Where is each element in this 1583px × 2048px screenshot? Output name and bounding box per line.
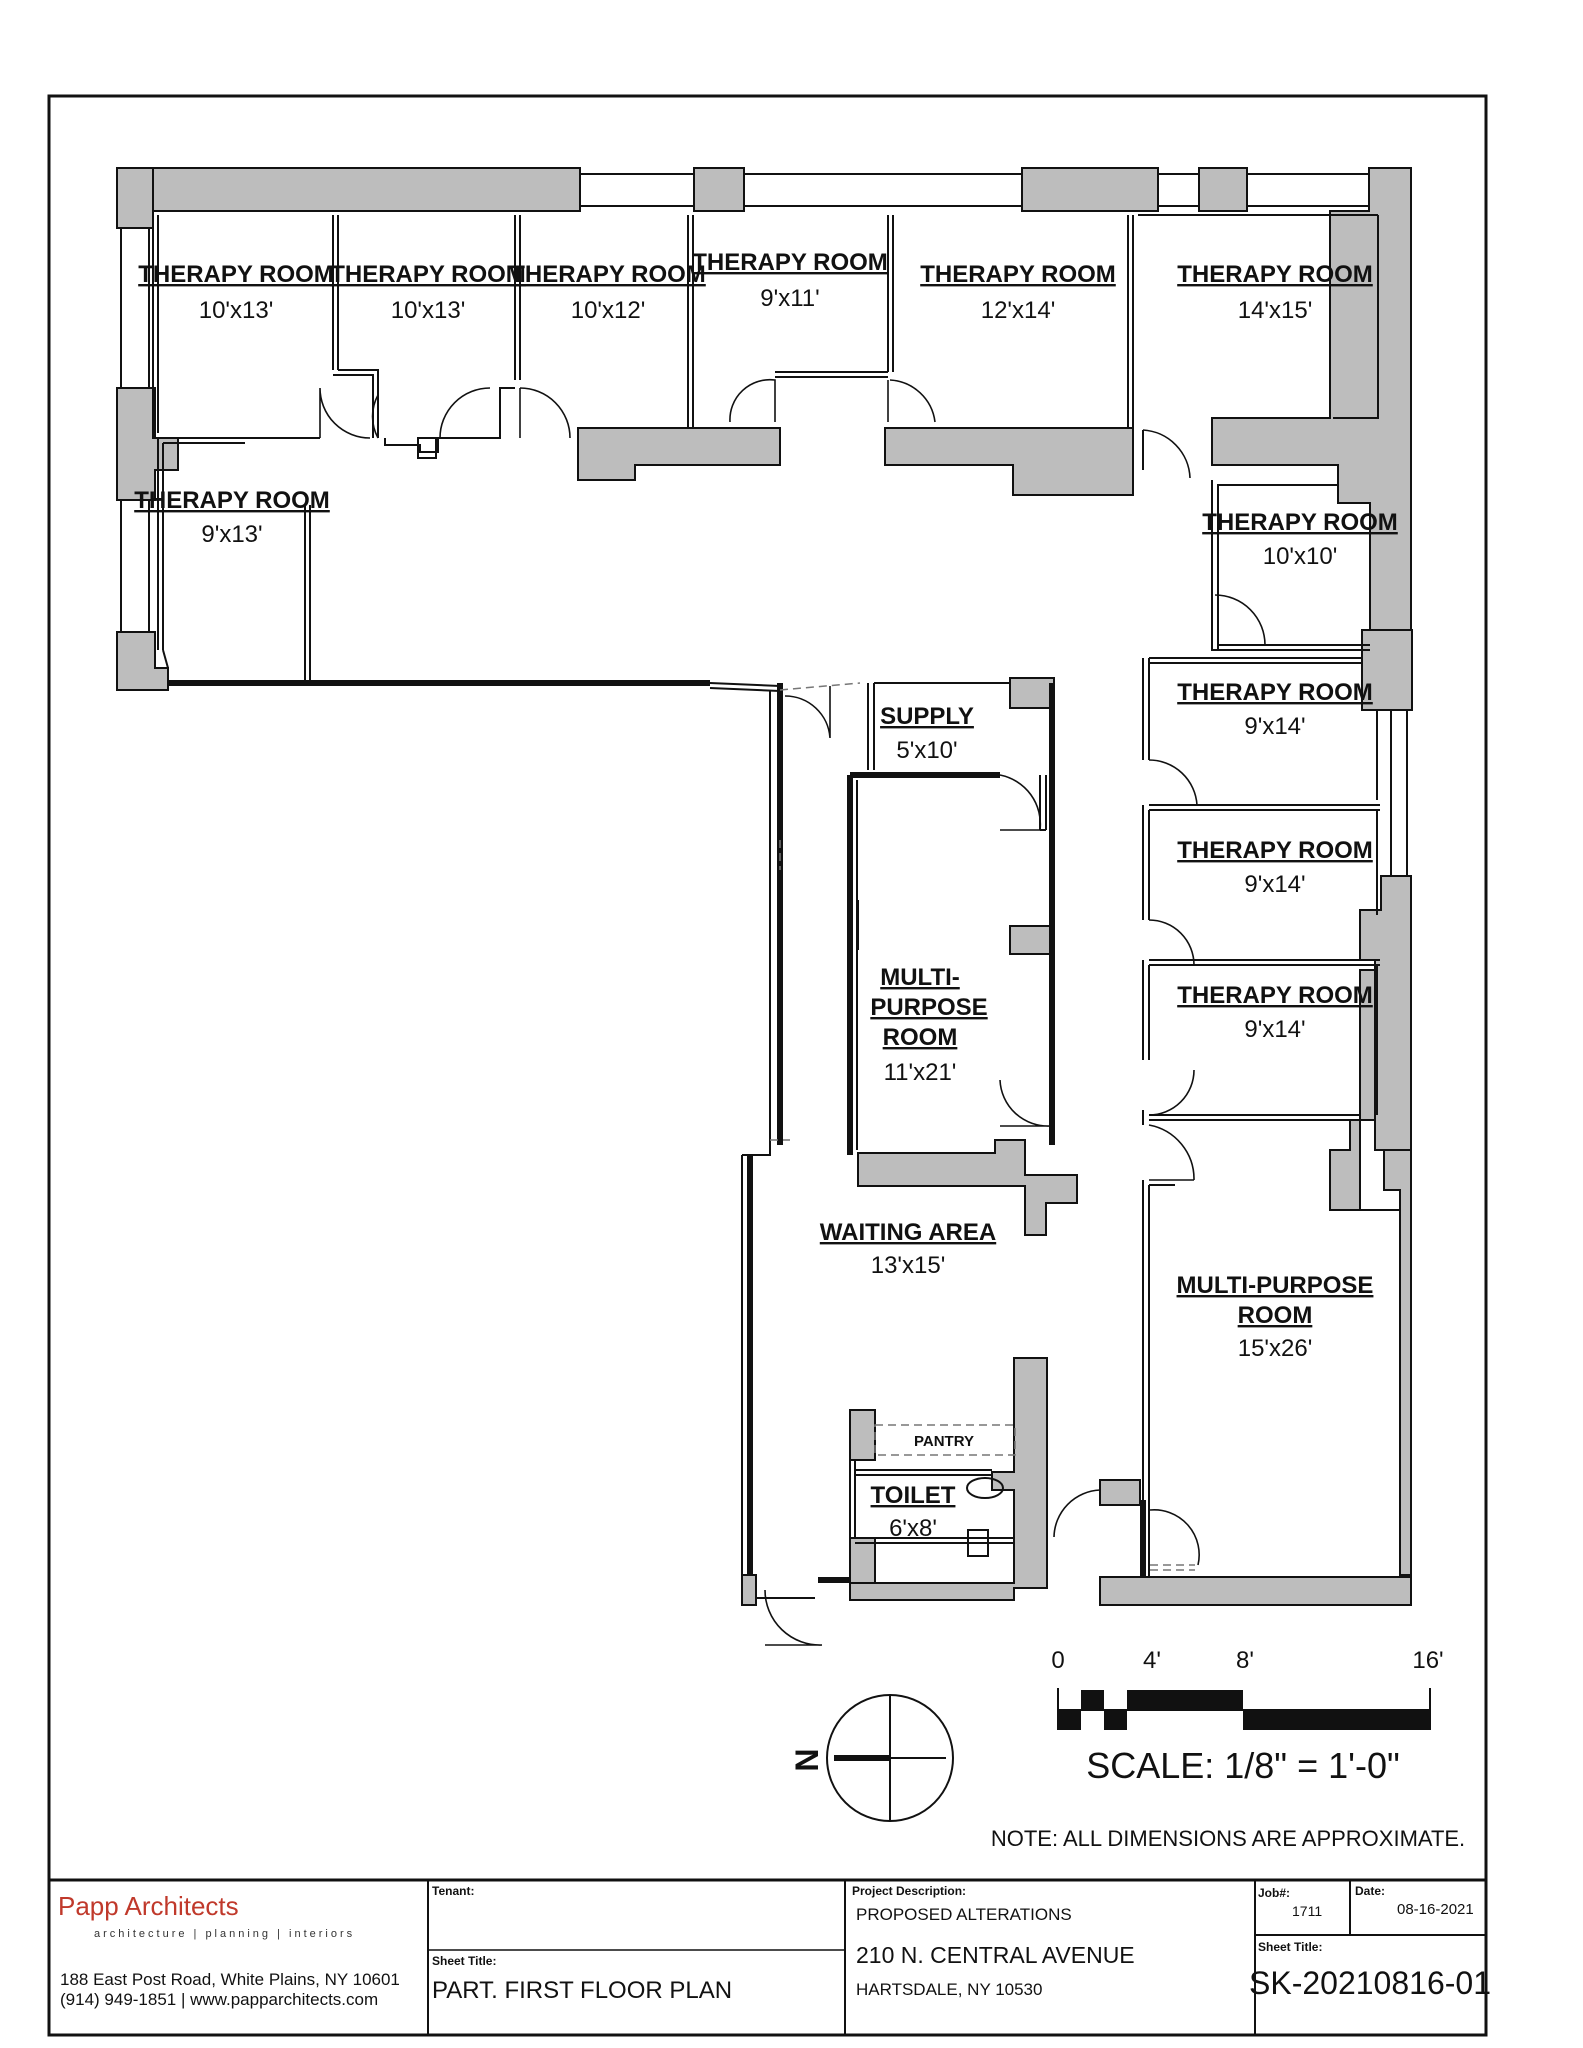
project-line-3: HARTSDALE, NY 10530 bbox=[856, 1980, 1042, 1999]
room-name: ROOM bbox=[883, 1024, 958, 1051]
room-name: THERAPY ROOM bbox=[1177, 982, 1373, 1009]
job-label: Job#: bbox=[1258, 1886, 1290, 1900]
room-dim: 5'x10' bbox=[896, 737, 957, 764]
room-dim: 14'x15' bbox=[1238, 297, 1313, 324]
room-name: THERAPY ROOM bbox=[692, 249, 888, 276]
room-dim: 13'x15' bbox=[871, 1252, 946, 1279]
room-name: THERAPY ROOM bbox=[134, 487, 330, 514]
room-name: SUPPLY bbox=[880, 703, 974, 730]
room-dim: 9'x14' bbox=[1244, 1016, 1305, 1043]
room-dim: 11'x21' bbox=[884, 1059, 957, 1086]
room-dim: 9'x11' bbox=[760, 285, 819, 312]
sheet-title-label: Sheet Title: bbox=[432, 1954, 496, 1968]
firm-contact: (914) 949-1851 | www.papparchitects.com bbox=[60, 1990, 378, 2009]
sheet-title: PART. FIRST FLOOR PLAN bbox=[432, 1977, 732, 2004]
dimension-note: NOTE: ALL DIMENSIONS ARE APPROXIMATE. bbox=[991, 1826, 1465, 1851]
partitions bbox=[152, 214, 1401, 1606]
scale-tick-label: 4' bbox=[1143, 1647, 1161, 1674]
room-dim: 10'x12' bbox=[571, 297, 646, 324]
room-dim: 12'x14' bbox=[981, 297, 1056, 324]
room-name: THERAPY ROOM bbox=[330, 261, 526, 288]
room-name: THERAPY ROOM bbox=[1177, 261, 1373, 288]
scale-bar: 0 4' 8' 16' SCALE: 1/8" = 1'-0" NOTE: AL… bbox=[991, 1647, 1465, 1851]
room-name: PANTRY bbox=[914, 1433, 974, 1450]
room-name: PURPOSE bbox=[870, 994, 987, 1021]
north-arrow: N bbox=[789, 1694, 954, 1822]
project-line-1: PROPOSED ALTERATIONS bbox=[856, 1905, 1072, 1924]
date-value: 08-16-2021 bbox=[1397, 1901, 1474, 1918]
room-dim: 9'x13' bbox=[201, 521, 262, 548]
tenant-label: Tenant: bbox=[432, 1884, 474, 1898]
firm-name: Papp Architects bbox=[58, 1891, 239, 1921]
room-dim: 15'x26' bbox=[1238, 1335, 1313, 1362]
firm-tagline: architecture | planning | interiors bbox=[94, 1928, 355, 1940]
scale-text: SCALE: 1/8" = 1'-0" bbox=[1086, 1745, 1400, 1786]
sheet-number-label: Sheet Title: bbox=[1258, 1940, 1322, 1954]
dashed-elements bbox=[770, 682, 1195, 1571]
room-name: THERAPY ROOM bbox=[1202, 509, 1398, 536]
room-name: THERAPY ROOM bbox=[1177, 679, 1373, 706]
room-dim: 10'x13' bbox=[391, 297, 466, 324]
project-label: Project Description: bbox=[852, 1884, 966, 1898]
room-dim: 9'x14' bbox=[1244, 871, 1305, 898]
toilet-fixtures bbox=[417, 437, 1004, 1557]
north-label: N bbox=[789, 1748, 825, 1771]
room-name: TOILET bbox=[871, 1482, 956, 1509]
room-name: ROOM bbox=[1238, 1302, 1313, 1329]
exterior-walls bbox=[116, 167, 1413, 1606]
doors bbox=[319, 378, 1266, 1646]
room-name: MULTI- bbox=[880, 964, 960, 991]
room-name: THERAPY ROOM bbox=[510, 261, 706, 288]
sheet-border bbox=[47, 94, 1488, 2037]
room-name: MULTI-PURPOSE bbox=[1177, 1272, 1374, 1299]
firm-address: 188 East Post Road, White Plains, NY 106… bbox=[60, 1970, 400, 1989]
project-line-2: 210 N. CENTRAL AVENUE bbox=[856, 1942, 1135, 1968]
scale-tick-label: 0 bbox=[1051, 1647, 1064, 1674]
room-dim: 6'x8' bbox=[889, 1515, 937, 1542]
date-label: Date: bbox=[1355, 1884, 1385, 1898]
title-block: Papp Architects architecture | planning … bbox=[49, 1878, 1491, 2035]
sheet-number: SK-20210816-01 bbox=[1249, 1965, 1491, 2001]
room-dim: 10'x10' bbox=[1263, 543, 1338, 570]
room-name: THERAPY ROOM bbox=[1177, 837, 1373, 864]
room-dim: 9'x14' bbox=[1244, 713, 1305, 740]
room-name: THERAPY ROOM bbox=[138, 261, 334, 288]
room-labels: THERAPY ROOM 10'x13' THERAPY ROOM 10'x13… bbox=[134, 249, 1398, 1542]
room-name: THERAPY ROOM bbox=[920, 261, 1116, 288]
room-dim: 10'x13' bbox=[199, 297, 274, 324]
scale-tick-label: 8' bbox=[1236, 1647, 1254, 1674]
scale-tick-label: 16' bbox=[1412, 1647, 1443, 1674]
room-name: WAITING AREA bbox=[820, 1219, 996, 1246]
job-number: 1711 bbox=[1292, 1903, 1322, 1919]
